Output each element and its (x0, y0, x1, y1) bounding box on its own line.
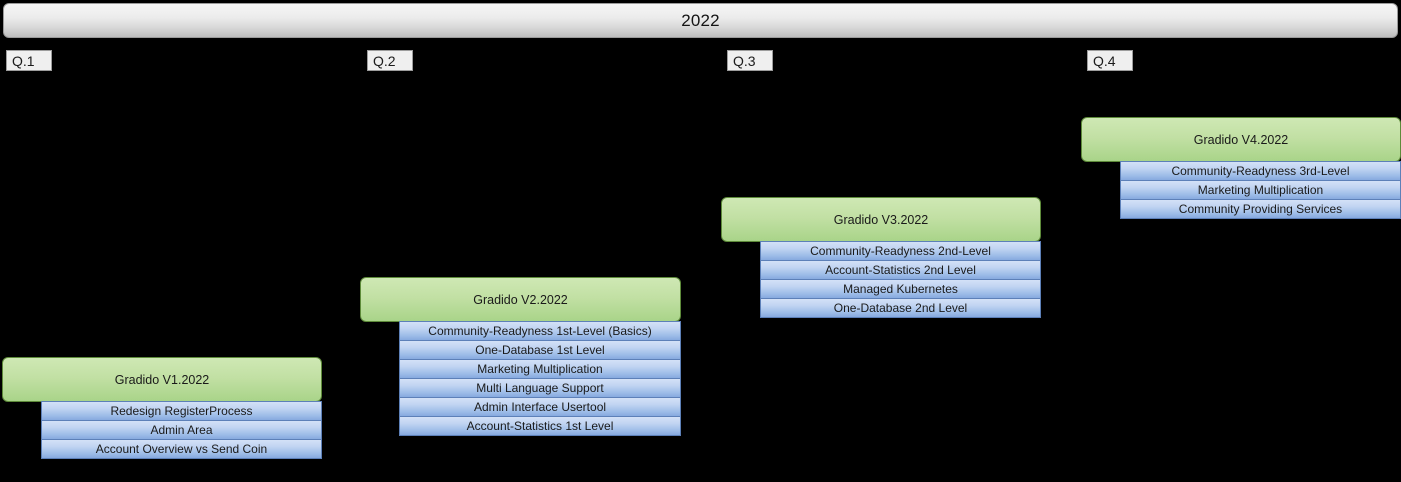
task-label: Account-Statistics 1st Level (466, 419, 614, 433)
milestone-header-gradido-v1-2022[interactable]: Gradido V1.2022 (2, 357, 322, 402)
quarter-marker-1: Q.1 (6, 50, 52, 71)
task-label: Community Providing Services (1178, 202, 1343, 216)
quarter-label: Q.2 (373, 52, 396, 69)
task-row[interactable]: Community Providing Services (1120, 199, 1401, 219)
task-label: Account Overview vs Send Coin (95, 442, 268, 456)
task-row[interactable]: Marketing Multiplication (399, 359, 681, 379)
task-list-gradido-v2-2022: Community-Readyness 1st-Level (Basics) On… (399, 321, 681, 436)
quarter-marker-2: Q.2 (367, 50, 413, 71)
year-header-bar: 2022 (3, 3, 1398, 38)
milestone-header-gradido-v4-2022[interactable]: Gradido V4.2022 (1081, 117, 1401, 162)
task-label: Community-Readyness 3rd-Level (1171, 164, 1350, 178)
task-row[interactable]: Community-Readyness 3rd-Level (1120, 161, 1401, 181)
quarter-label: Q.4 (1093, 52, 1116, 69)
milestone-title: Gradido V4.2022 (1193, 132, 1289, 147)
task-row[interactable]: One-Database 2nd Level (760, 298, 1041, 318)
task-label: One-Database 1st Level (475, 343, 605, 357)
milestone-header-gradido-v2-2022[interactable]: Gradido V2.2022 (360, 277, 681, 322)
task-row[interactable]: Marketing Multiplication (1120, 180, 1401, 200)
task-label: One-Database 2nd Level (833, 301, 968, 315)
task-label: Account-Statistics 2nd Level (825, 263, 976, 277)
task-row[interactable]: Admin Area (41, 420, 322, 440)
task-row[interactable]: Account-Statistics 2nd Level (760, 260, 1041, 280)
task-label: Marketing Multiplication (477, 362, 603, 376)
quarter-marker-4: Q.4 (1087, 50, 1133, 71)
task-label: Admin Interface Usertool (473, 400, 607, 414)
quarter-label: Q.1 (12, 52, 35, 69)
milestone-title: Gradido V3.2022 (833, 212, 929, 227)
task-label: Multi Language Support (476, 381, 604, 395)
task-row[interactable]: Account Overview vs Send Coin (41, 439, 322, 459)
task-label: Community-Readyness 2nd-Level (810, 244, 991, 258)
quarter-marker-3: Q.3 (727, 50, 773, 71)
year-label: 2022 (681, 10, 720, 30)
task-label: Admin Area (150, 423, 213, 437)
milestone-title: Gradido V1.2022 (114, 372, 210, 387)
task-row[interactable]: One-Database 1st Level (399, 340, 681, 360)
task-row[interactable]: Managed Kubernetes (760, 279, 1041, 299)
quarter-label: Q.3 (733, 52, 756, 69)
task-row[interactable]: Account-Statistics 1st Level (399, 416, 681, 436)
task-row[interactable]: Community-Readyness 1st-Level (Basics) (399, 321, 681, 341)
milestone-header-gradido-v3-2022[interactable]: Gradido V3.2022 (721, 197, 1041, 242)
task-label: Community-Readyness 1st-Level (Basics) (428, 324, 652, 338)
task-row[interactable]: Admin Interface Usertool (399, 397, 681, 417)
task-row[interactable]: Community-Readyness 2nd-Level (760, 241, 1041, 261)
task-row[interactable]: Redesign RegisterProcess (41, 401, 322, 421)
task-label: Marketing Multiplication (1197, 183, 1324, 197)
task-label: Managed Kubernetes (843, 282, 958, 296)
task-label: Redesign RegisterProcess (110, 404, 253, 418)
task-row[interactable]: Multi Language Support (399, 378, 681, 398)
milestone-title: Gradido V2.2022 (473, 292, 568, 307)
